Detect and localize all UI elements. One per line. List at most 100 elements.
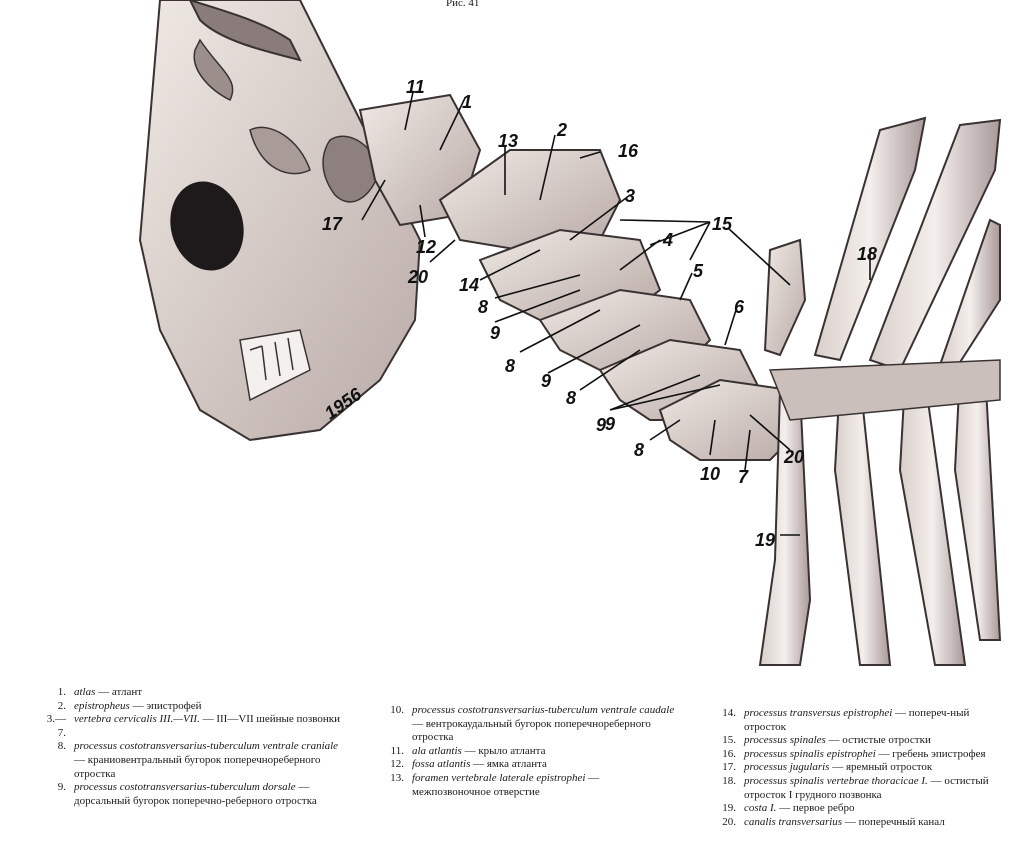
legend-item: 2. epistropheus — эпистрофей <box>40 700 340 714</box>
legend-russian-term: — поперечный канал <box>842 815 945 828</box>
legend-text: processus costotransversarius-tuberculum… <box>412 704 678 745</box>
legend-text: epistropheus — эпистрофей <box>74 700 340 714</box>
legend-text: processus transversus epistrophei — попе… <box>744 707 1000 734</box>
callout-16: 16 <box>618 141 639 161</box>
legend-column-2: 10.processus costotransversarius-tubercu… <box>378 704 678 799</box>
legend-russian-term: — попереч-ный отросток <box>744 707 970 733</box>
legend-russian-term: — вентрокаудальный бугорок поперечноребе… <box>412 717 651 744</box>
legend-russian-term: — первое ребро <box>776 802 855 815</box>
callout-12: 12 <box>416 237 436 257</box>
legend-number: 17. <box>722 761 736 774</box>
legend-text: fossa atlantis — ямка атланта <box>412 758 678 772</box>
callout-17: 17 <box>322 214 343 234</box>
legend-text: processus spinalis vertebrae thoracicae … <box>744 775 1000 802</box>
callout-9: 9 <box>490 323 500 343</box>
legend-number: 15. <box>722 734 736 747</box>
legend-number: 2. <box>57 699 66 712</box>
legend-item: 1. atlas — атлант <box>40 686 340 700</box>
callout-2: 2 <box>556 120 567 140</box>
legend-latin-term: fossa atlantis <box>412 758 471 771</box>
callout-19: 19 <box>755 530 775 550</box>
callout-8: 8 <box>566 388 576 408</box>
legend-number: 1. <box>57 686 66 698</box>
callout-6: 6 <box>734 297 745 317</box>
legend-number: 14. <box>722 707 736 719</box>
legend-item: 17. processus jugularis — яремный отросто… <box>700 761 1000 775</box>
legend-column-1: 1. atlas — атлант 2. epistropheus — эпистро… <box>40 686 340 808</box>
legend-text: ala atlantis — крыло атланта <box>412 745 678 759</box>
anatomy-illustration: 1956 <box>138 0 1002 666</box>
legend-latin-term: atlas <box>74 686 96 698</box>
legend-item: 11. ala atlantis — крыло атланта <box>378 745 678 759</box>
legend-latin-term: costa I. <box>744 802 777 815</box>
callout-8: 8 <box>505 356 515 376</box>
cervical-vertebrae-drawing <box>358 93 807 461</box>
callout-14: 14 <box>459 275 479 295</box>
legend-item: 14. processus transversus epistrophei — п… <box>700 707 1000 734</box>
callout-8: 8 <box>634 440 644 460</box>
legend-latin-term: epistropheus <box>74 699 130 712</box>
legend-item: 19. costa I. — первое ребро <box>700 802 1000 816</box>
callout-7: 7 <box>738 467 749 487</box>
legend-item: 13. foramen vertebrale laterale epistroph… <box>378 772 678 799</box>
legend-item: 18. processus spinalis vertebrae thoracic… <box>700 775 1000 802</box>
figure-caption: Рис. 41 <box>446 0 480 9</box>
legend-russian-term: — атлант <box>95 686 143 698</box>
legend-item: 3.—7. vertebra cervicalis III.—VII. — III… <box>40 713 340 740</box>
legend-latin-term: processus costotransversarius-tuberculum… <box>74 781 296 794</box>
legend-number: 20. <box>722 815 736 828</box>
callout-9: 9 <box>596 415 606 435</box>
thorax-drawing <box>758 116 1002 666</box>
legend-text: processus spinales — остистые отростки <box>744 734 1000 748</box>
legend-number: 16. <box>722 747 736 760</box>
legend-russian-term: — краниовентральный бугорок поперечнореб… <box>74 753 321 780</box>
legend-item: 12. fossa atlantis — ямка атланта <box>378 758 678 772</box>
callout-4: 4 <box>662 230 673 250</box>
legend-number: 19. <box>722 802 736 815</box>
legend-russian-term: — гребень эпистрофея <box>875 747 986 760</box>
legend-text: foramen vertebrale laterale epistrophei … <box>412 772 678 799</box>
legend-item: 10.processus costotransversarius-tubercu… <box>378 704 678 745</box>
legend-number: 11. <box>390 744 404 757</box>
legend-text: costa I. — первое ребро <box>744 802 1000 816</box>
legend-number: 18. <box>722 774 736 787</box>
legend-item: 15. processus spinales — остистые отростк… <box>700 734 1000 748</box>
callout-11: 11 <box>406 77 425 97</box>
legend-item: 9. processus costotransversarius-tubercul… <box>40 781 340 808</box>
legend-text: vertebra cervicalis III.—VII. — III—VII … <box>74 713 340 740</box>
legend-russian-term: — III—VII шейные позвонки <box>199 713 340 726</box>
legend-latin-term: vertebra cervicalis III.—VII. <box>74 713 200 726</box>
legend-item: 16. processus spinalis epistrophei — греб… <box>700 748 1000 762</box>
legend-item: 20. canalis transversarius — поперечный к… <box>700 816 1000 830</box>
callout-3: 3 <box>625 186 635 206</box>
legend-number: 3.—7. <box>46 713 66 739</box>
legend-number: 8. <box>57 740 66 753</box>
legend-latin-term: processus transversus epistrophei <box>744 707 893 719</box>
legend-russian-term: — яремный отросток <box>829 761 933 774</box>
legend-number: 13. <box>390 771 404 784</box>
legend-latin-term: processus spinalis epistrophei <box>744 747 876 760</box>
legend-latin-term: processus jugularis <box>744 761 830 774</box>
legend-number: 12. <box>390 758 404 771</box>
legend-latin-term: processus costotransversarius-tuberculum… <box>74 740 339 753</box>
legend-latin-term: foramen vertebrale laterale epistrophei <box>412 771 586 784</box>
callout-10: 10 <box>700 464 720 484</box>
legend-text: atlas — атлант <box>74 686 340 700</box>
legend-item: 8. processus costotransversarius-tubercul… <box>40 740 340 781</box>
legend-russian-term: — остистый отросток I грудного позвонка <box>744 774 989 801</box>
callout-20: 20 <box>407 267 428 287</box>
callout-9: 9 <box>541 371 551 391</box>
legend-russian-term: — межпозвоночное отверстие <box>412 771 600 798</box>
legend-text: processus costotransversarius-tuberculum… <box>74 740 340 781</box>
legend-russian-term: — ямка атланта <box>470 758 547 771</box>
legend-text: processus spinalis epistrophei — гребень… <box>744 748 1000 762</box>
legend-text: processus jugularis — яремный отросток <box>744 761 1000 775</box>
callout-5: 5 <box>693 261 704 281</box>
legend-number: 9. <box>57 781 66 794</box>
legend-russian-term: — эпистрофей <box>129 699 202 712</box>
legend-latin-term: canalis transversarius <box>744 815 843 828</box>
legend-russian-term: — крыло атланта <box>461 744 546 757</box>
callout-1: 1 <box>462 92 472 112</box>
legend-text: canalis transversarius — поперечный кана… <box>744 816 1000 830</box>
